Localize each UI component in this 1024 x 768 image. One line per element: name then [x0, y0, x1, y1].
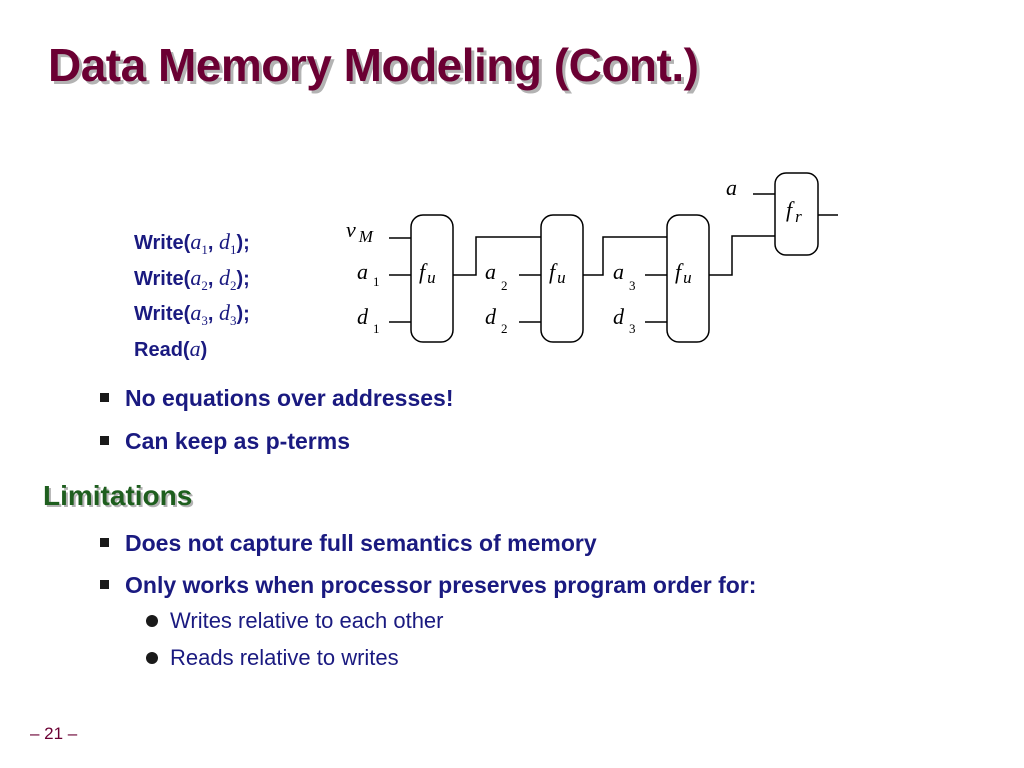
code-line-write-1: Write(a1, d1); — [134, 228, 250, 264]
read-box — [774, 172, 819, 256]
code-sep: , — [207, 303, 219, 325]
data-2-sub: 2 — [501, 321, 508, 336]
addr-3-sub: 3 — [629, 278, 636, 293]
code-data: d — [218, 229, 230, 254]
limitations-heading: Limitations — [43, 480, 193, 511]
code-addr: a — [189, 335, 201, 361]
code-data-sub: 3 — [229, 313, 237, 328]
initial-mem-name: v — [346, 217, 356, 242]
code-fn: Write( — [134, 267, 191, 290]
addr-3-label: a — [613, 259, 624, 284]
update-fn-name: f — [675, 259, 684, 284]
addr-2-sub: 2 — [501, 278, 508, 293]
read-fn-sub: r — [795, 207, 802, 226]
code-end: ); — [236, 267, 250, 290]
update-fn-name: f — [549, 259, 558, 284]
bullet-item: Does not capture full semantics of memor… — [100, 530, 597, 557]
data-1-sub: 1 — [373, 321, 380, 336]
square-bullet-icon — [100, 436, 109, 445]
bullet-item: Can keep as p-terms — [100, 428, 350, 455]
initial-mem-sub: M — [358, 227, 374, 246]
update-fn-sub: u — [683, 268, 692, 287]
bullet-text: Can keep as p-terms — [125, 428, 350, 454]
addr-1-sub: 1 — [373, 274, 380, 289]
operation-sequence: Write(a1, d1); Write(a2, d2); Write(a3, … — [134, 228, 250, 364]
code-addr: a — [190, 300, 202, 325]
sub-bullet-text: Writes relative to each other — [170, 608, 444, 633]
code-data: d — [218, 264, 230, 290]
code-addr: a — [190, 229, 202, 254]
update-fn-sub: u — [427, 268, 436, 287]
addr-1-label: a — [357, 259, 368, 284]
data-2-label: d — [485, 304, 497, 329]
code-data-sub: 2 — [229, 277, 237, 293]
round-bullet-icon — [146, 652, 158, 664]
bullet-text: Does not capture full semantics of memor… — [125, 530, 597, 556]
page-title: Data Memory Modeling (Cont.) — [48, 39, 699, 91]
sub-bullet-item: Writes relative to each other — [146, 608, 444, 634]
code-sep: , — [207, 267, 219, 290]
code-data: d — [218, 300, 230, 325]
round-bullet-icon — [146, 615, 158, 627]
code-end: ); — [236, 232, 250, 254]
page-number: – 21 – — [30, 724, 78, 743]
bullet-text: No equations over addresses! — [125, 385, 454, 411]
code-addr-sub: 2 — [201, 277, 208, 293]
bullet-text: Only works when processor preserves prog… — [125, 572, 757, 598]
update-box-1 — [410, 214, 454, 343]
bullet-item: No equations over addresses! — [100, 385, 454, 412]
update-fn-sub: u — [557, 268, 566, 287]
data-1-label: d — [357, 304, 369, 329]
update-box-3 — [666, 214, 710, 343]
code-line-read: Read(a) — [134, 335, 250, 365]
code-addr-sub: 3 — [201, 313, 208, 328]
code-end: ); — [236, 303, 250, 325]
sub-bullet-item: Reads relative to writes — [146, 645, 399, 671]
code-data-sub: 1 — [229, 242, 237, 257]
code-fn: Write( — [134, 303, 191, 325]
code-sep: , — [207, 232, 219, 254]
bullet-item: Only works when processor preserves prog… — [100, 572, 756, 599]
code-end: ) — [200, 338, 208, 361]
addr-2-label: a — [485, 259, 496, 284]
code-fn: Write( — [134, 232, 191, 254]
data-3-label: d — [613, 304, 625, 329]
data-3-sub: 3 — [629, 321, 636, 336]
update-box-2 — [540, 214, 584, 343]
code-addr-sub: 1 — [201, 242, 208, 257]
code-fn: Read( — [134, 338, 190, 361]
square-bullet-icon — [100, 393, 109, 402]
square-bullet-icon — [100, 538, 109, 547]
code-line-write-2: Write(a2, d2); — [134, 264, 250, 300]
read-addr-label: a — [726, 175, 737, 200]
sub-bullet-text: Reads relative to writes — [170, 645, 399, 670]
read-fn-name: f — [786, 197, 795, 222]
update-fn-name: f — [419, 259, 428, 284]
code-line-write-3: Write(a3, d3); — [134, 299, 250, 335]
code-addr: a — [190, 264, 202, 290]
square-bullet-icon — [100, 580, 109, 589]
